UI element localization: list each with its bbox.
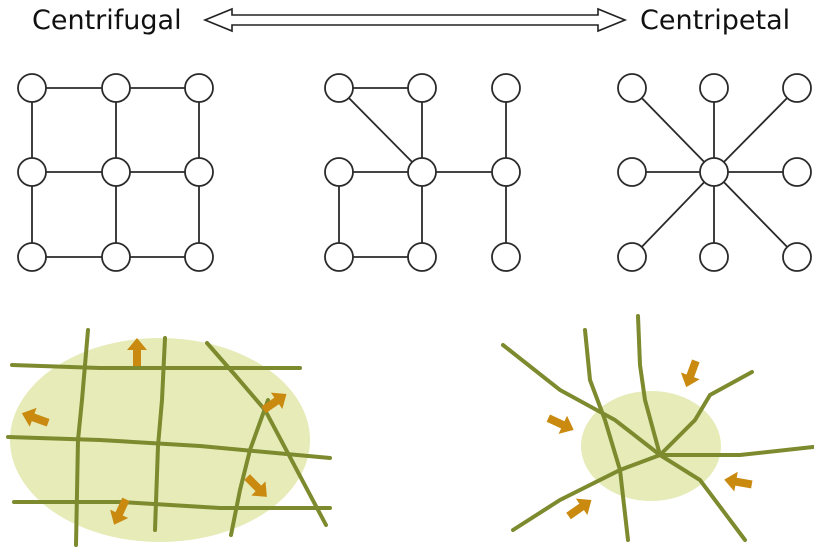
arrow-icon xyxy=(127,338,147,366)
network-node xyxy=(184,157,214,187)
arrow-icon xyxy=(21,407,50,427)
centripetal-label: Centripetal xyxy=(640,5,790,36)
network-node xyxy=(782,157,812,187)
centrifugal-label: Centrifugal xyxy=(32,5,182,36)
arrow-icon xyxy=(546,414,574,434)
double-headed-arrow-icon xyxy=(202,7,628,33)
grid-network xyxy=(17,73,214,272)
network-node xyxy=(184,242,214,272)
network-node xyxy=(782,73,812,103)
network-node xyxy=(324,157,354,187)
star-network xyxy=(617,73,812,272)
network-node xyxy=(101,73,131,103)
centrifugal-city-map xyxy=(6,328,332,547)
arrow-icon xyxy=(566,498,592,520)
network-node xyxy=(699,73,729,103)
network-node xyxy=(17,157,47,187)
arrow-icon xyxy=(110,497,130,525)
arrow-icon xyxy=(724,471,753,492)
network-node xyxy=(699,157,729,187)
arrow-icon xyxy=(680,359,700,388)
inward-arrows xyxy=(546,359,753,520)
network-node xyxy=(491,73,521,103)
network-node xyxy=(101,242,131,272)
grid-network-nodes xyxy=(17,73,214,272)
network-node xyxy=(782,242,812,272)
centripetal-city-map xyxy=(501,314,814,542)
network-node xyxy=(699,242,729,272)
network-node xyxy=(407,242,437,272)
network-node xyxy=(491,242,521,272)
radial-roads xyxy=(501,314,814,542)
network-node xyxy=(407,157,437,187)
road-network xyxy=(6,328,332,547)
arrow-icon xyxy=(244,474,267,497)
intermediate-network xyxy=(324,73,521,272)
network-node xyxy=(407,73,437,103)
network-node xyxy=(617,242,647,272)
arrow-icon xyxy=(261,392,287,414)
outward-arrows xyxy=(21,338,287,525)
network-node xyxy=(491,157,521,187)
intermediate-network-nodes xyxy=(324,73,521,272)
network-node xyxy=(184,73,214,103)
network-node xyxy=(324,242,354,272)
network-node xyxy=(617,73,647,103)
network-node xyxy=(324,73,354,103)
network-node xyxy=(17,242,47,272)
network-node xyxy=(617,157,647,187)
network-node xyxy=(17,73,47,103)
network-node xyxy=(101,157,131,187)
star-network-nodes xyxy=(617,73,812,272)
